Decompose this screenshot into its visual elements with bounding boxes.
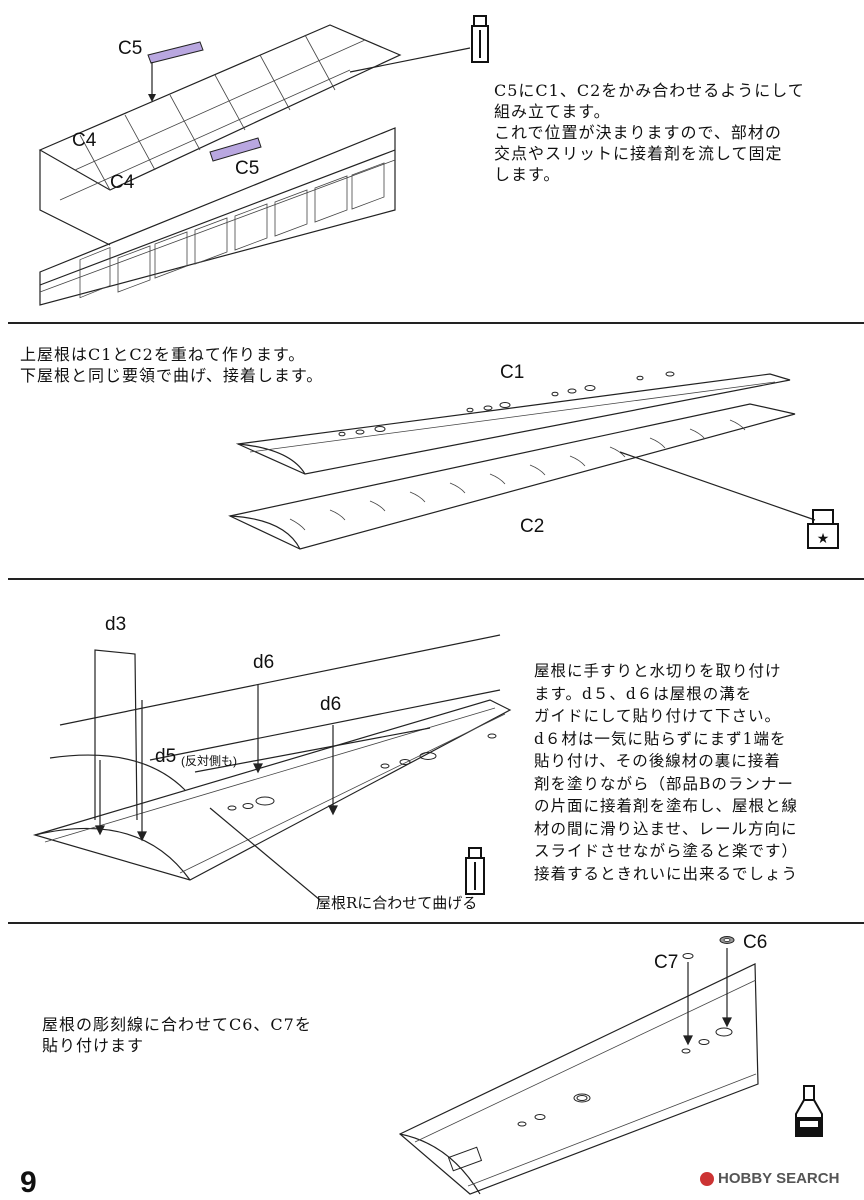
step-1-panel: C5 C4 C4 C5 C5にC1、C2をかみ合わせるようにして 組み立てます。…: [0, 0, 864, 322]
glue-bottle-icon: [471, 15, 489, 63]
label-d3: d3: [105, 614, 127, 635]
watermark: HOBBY SEARCH: [700, 1170, 839, 1187]
adhesive-star-icon: ★: [807, 509, 839, 549]
label-d5-note: (反対側も): [181, 754, 237, 768]
label-d6-b: d6: [320, 694, 342, 715]
label-d5: d5: [155, 746, 177, 767]
svg-text:★: ★: [817, 531, 830, 547]
step-1-car-illustration: [38, 24, 471, 306]
label-c6: C6: [743, 932, 768, 953]
step-2-instruction: 上屋根はC1とC2を重ねて作ります。 下屋根と同じ要領で曲げ、接着します。: [20, 345, 324, 385]
section-divider-3: [8, 922, 864, 924]
watermark-text: HOBBY SEARCH: [718, 1170, 840, 1187]
step-4-roof-illustration: [398, 936, 759, 1195]
bend-note: 屋根Rに合わせて曲げる: [316, 894, 478, 912]
label-c5-top: C5: [118, 38, 143, 59]
glue-flask-icon: [795, 1085, 823, 1137]
label-c4-b: C4: [110, 172, 135, 193]
page-number: 9: [20, 1166, 37, 1199]
watermark-logo-icon: [700, 1172, 714, 1187]
label-c2: C2: [520, 516, 545, 537]
step-1-instruction: C5にC1、C2をかみ合わせるようにして 組み立てます。 これで位置が決まります…: [494, 81, 805, 184]
step-2-roof-illustration: [228, 371, 816, 550]
label-c5-mid: C5: [235, 158, 260, 179]
step-3-roof-illustration: [32, 634, 512, 901]
section-divider-2: [8, 578, 864, 580]
step-3-instruction: 屋根に手すりと水切りを取り付け ます。d５、d６は屋根の溝を ガイドにして貼り付…: [534, 662, 799, 883]
label-c4-a: C4: [72, 130, 97, 151]
label-c1: C1: [500, 362, 525, 383]
car-windows: [117, 162, 385, 293]
step-3-panel: d3 d6 d6 d5 (反対側も) 屋根Rに合わせて曲げる 屋根に手すりと水切…: [0, 580, 864, 922]
step-2-panel: 上屋根はC1とC2を重ねて作ります。 下屋根と同じ要領で曲げ、接着します。: [0, 324, 864, 580]
section-divider-1: [8, 322, 864, 324]
step-4-instruction: 屋根の彫刻線に合わせてC6、C7を 貼り付けます: [42, 1015, 312, 1055]
step-4-panel: 屋根の彫刻線に合わせてC6、C7を 貼り付けます C7 C6: [0, 924, 864, 1200]
glue-bottle-icon: [465, 847, 485, 895]
label-d6-a: d6: [253, 652, 275, 673]
label-c7: C7: [654, 952, 679, 973]
